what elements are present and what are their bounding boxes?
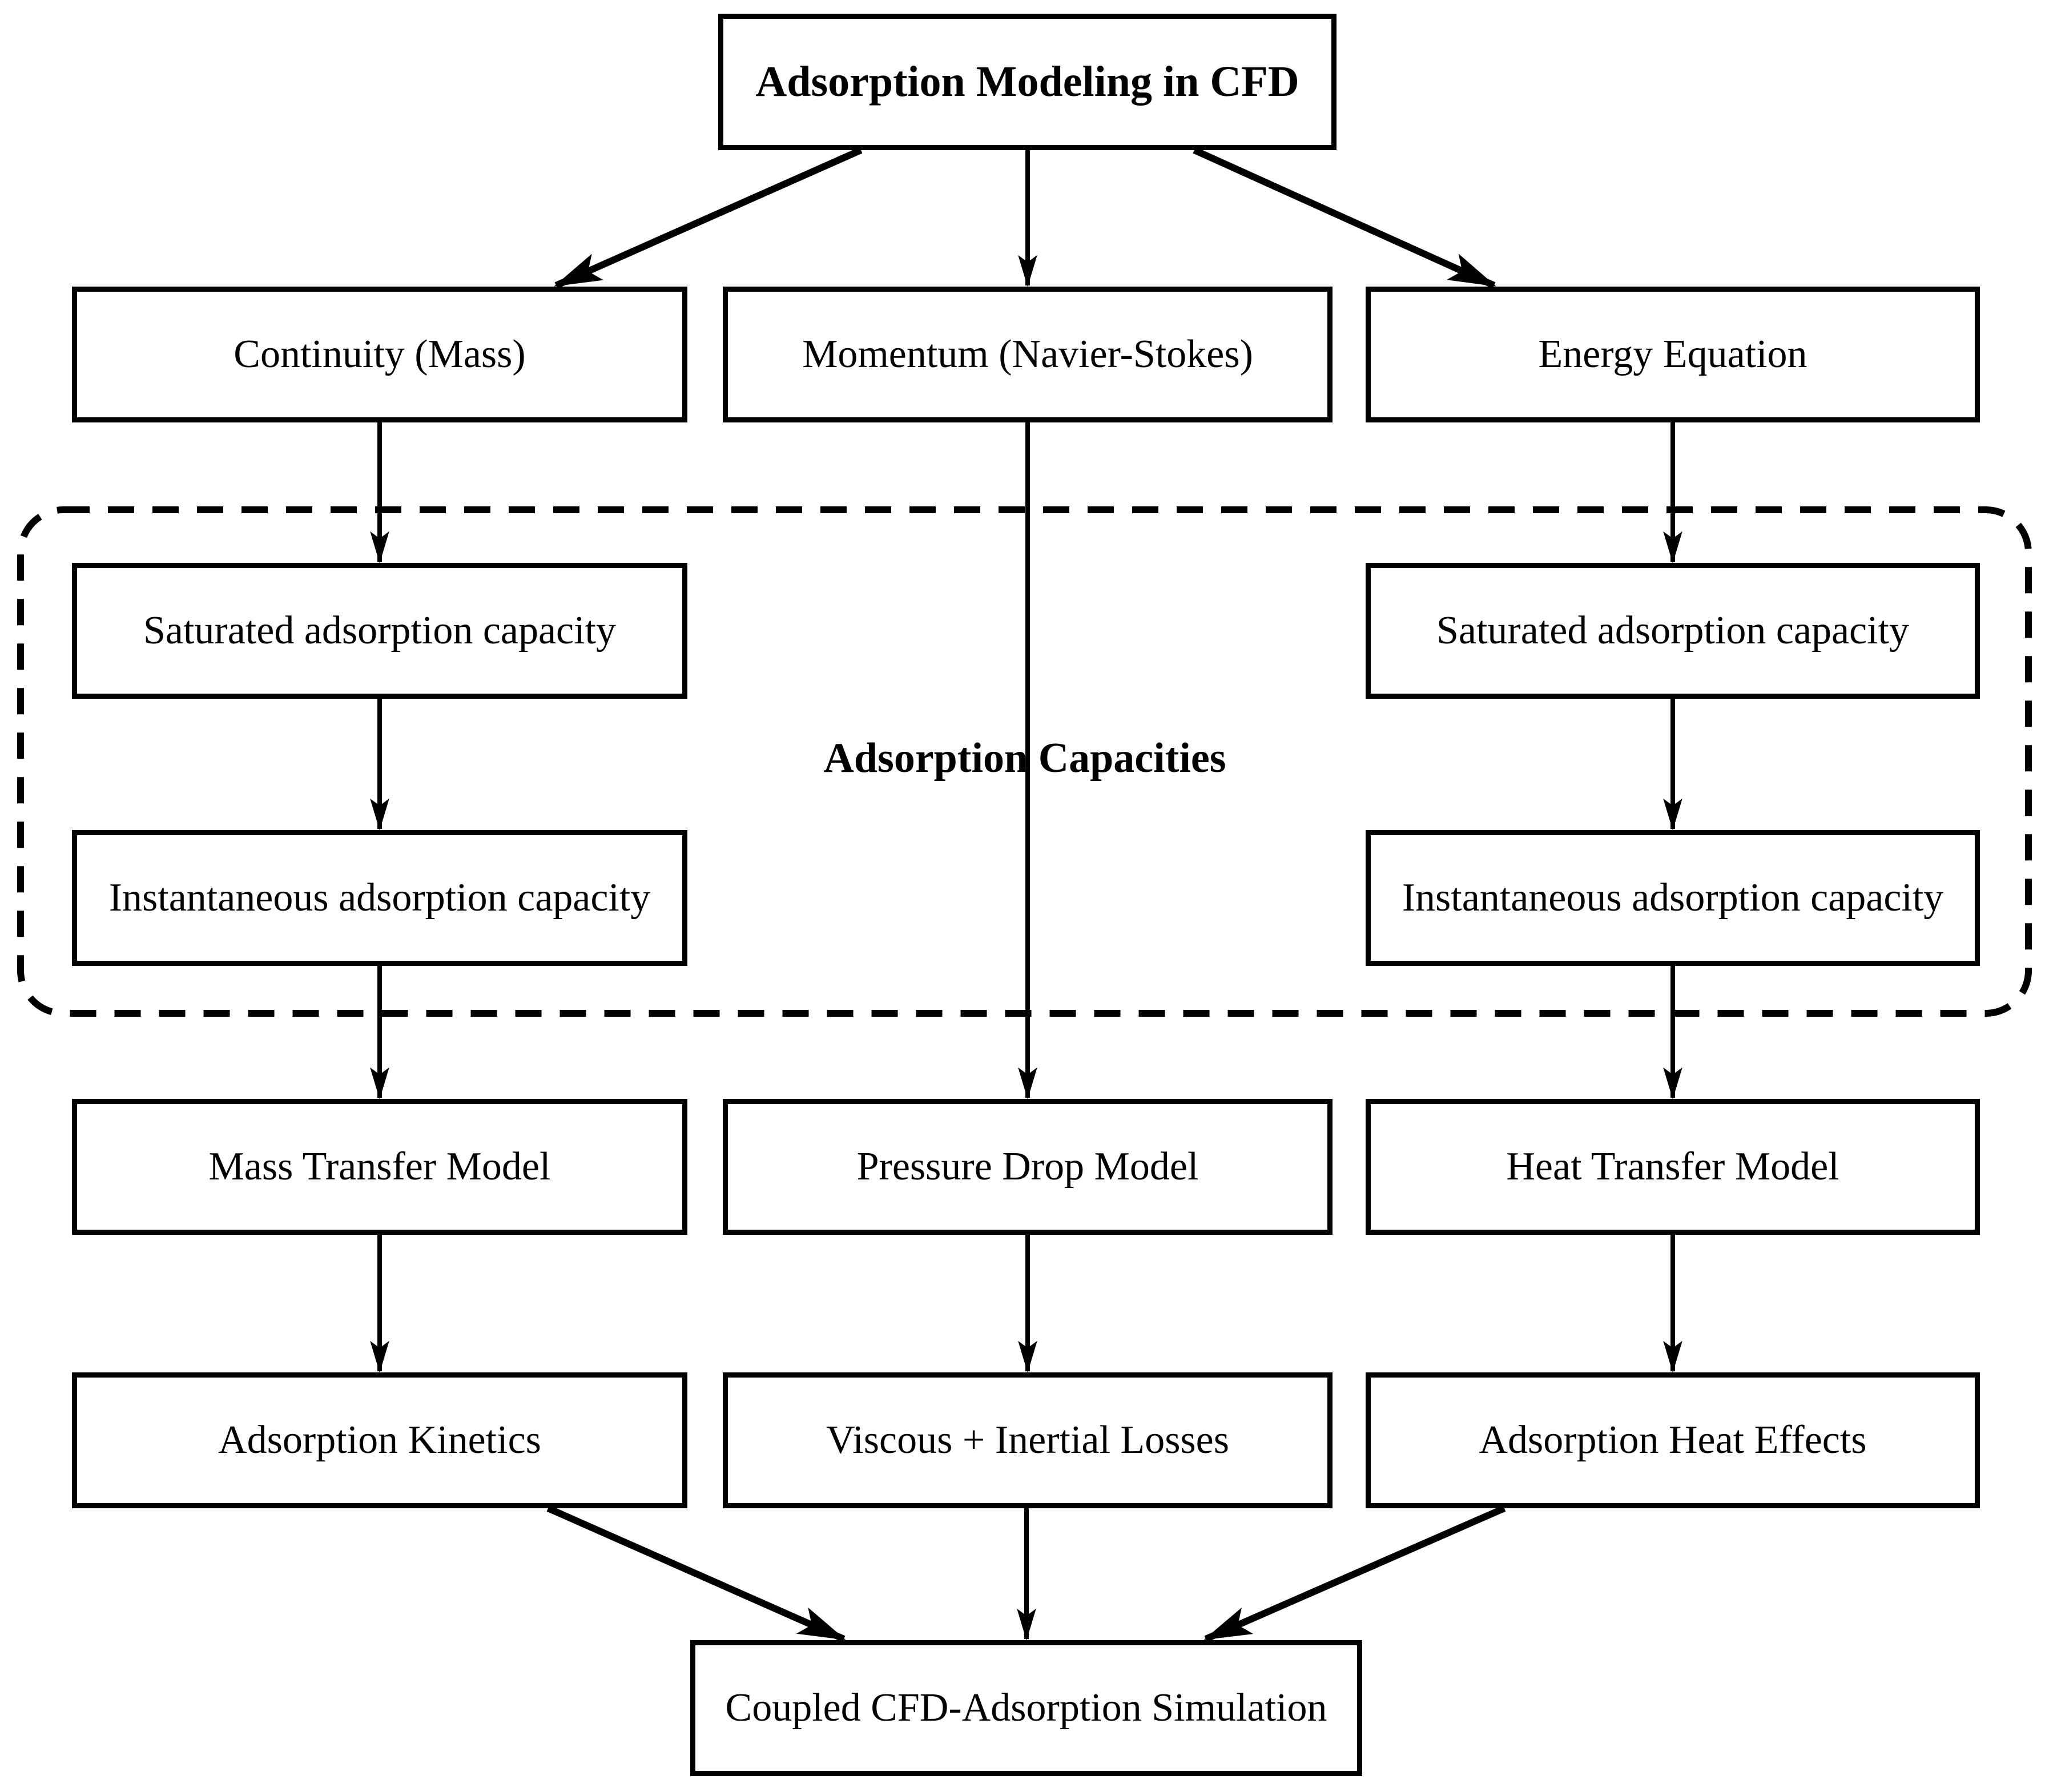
adsorption-capacities-group-outline [17,506,2032,1017]
node-title: Adsorption Modeling in CFD [718,14,1337,150]
node-coupled-simulation: Coupled CFD-Adsorption Simulation [690,1640,1362,1776]
node-continuity: Continuity (Mass) [72,287,687,422]
node-mass-transfer: Mass Transfer Model [72,1099,687,1235]
node-saturated-right: Saturated adsorption capacity [1366,563,1980,699]
node-viscous-inertial: Viscous + Inertial Losses [723,1372,1333,1508]
adsorption-capacities-label: Adsorption Capacities [823,734,1226,782]
arrow-adsorption-heat-to-coupled [1203,1505,1506,1642]
node-saturated-left: Saturated adsorption capacity [72,563,687,699]
arrow-adsorption-kinetics-to-coupled [546,1505,846,1642]
node-adsorption-heat: Adsorption Heat Effects [1366,1372,1980,1508]
node-instantaneous-right: Instantaneous adsorption capacity [1366,830,1980,966]
node-pressure-drop: Pressure Drop Model [723,1099,1333,1235]
arrow-title-to-energy [1193,147,1496,289]
node-instantaneous-left: Instantaneous adsorption capacity [72,830,687,966]
node-momentum: Momentum (Navier-Stokes) [723,287,1333,422]
arrow-title-to-continuity [554,147,863,289]
node-energy: Energy Equation [1366,287,1980,422]
node-adsorption-kinetics: Adsorption Kinetics [72,1372,687,1508]
node-heat-transfer: Heat Transfer Model [1366,1099,1980,1235]
